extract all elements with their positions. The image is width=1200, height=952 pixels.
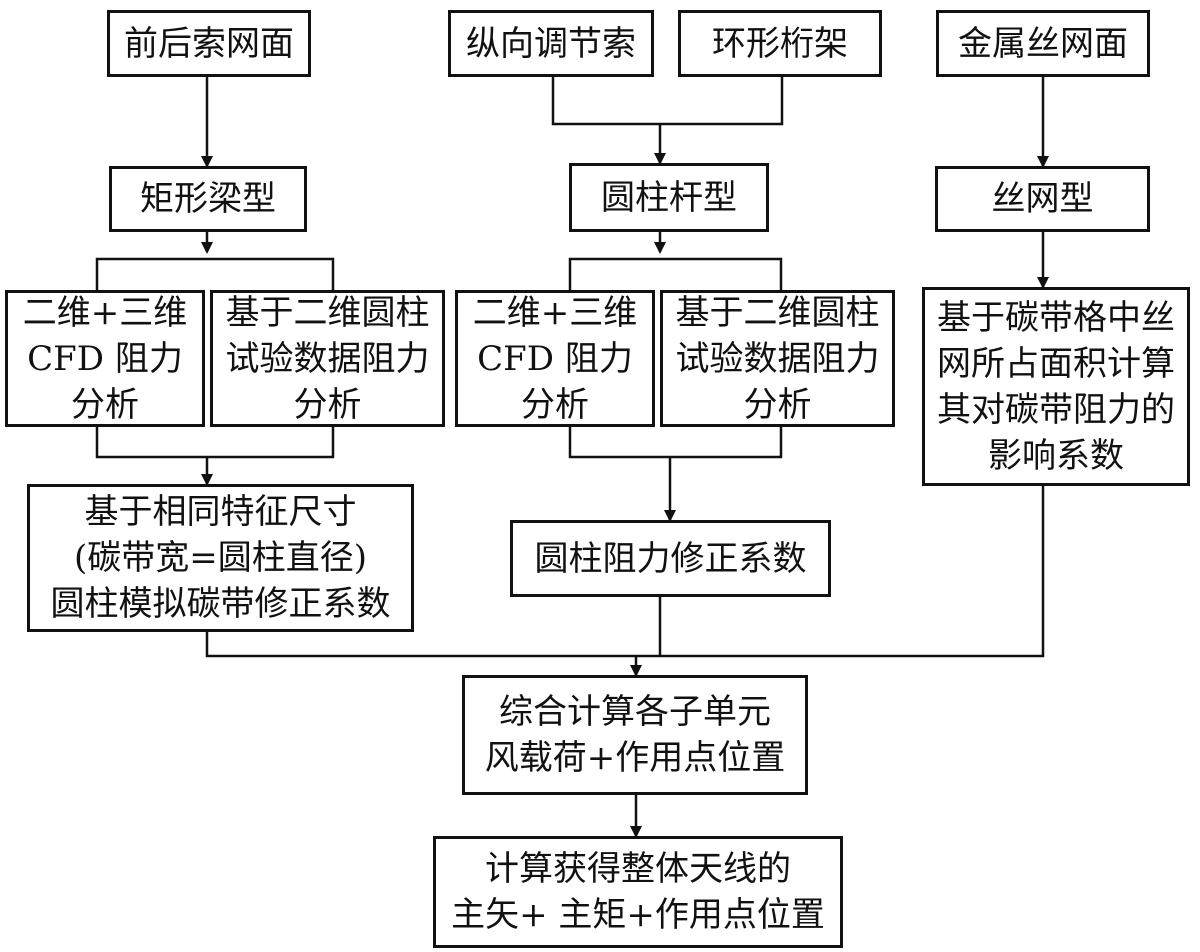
node-same-feature: 基于相同特征尺寸 (碳带宽=圆柱直径) 圆柱模拟碳带修正系数 [27, 484, 414, 632]
bracket-left-bottom [95, 427, 335, 459]
node-front-rear-net: 前后索网面 [107, 10, 311, 77]
node-longitudinal-cable: 纵向调节索 [448, 10, 654, 77]
node-wire-mesh-type: 丝网型 [935, 166, 1150, 232]
bracket-mid-top [551, 77, 784, 126]
node-metal-mesh: 金属丝网面 [936, 10, 1150, 77]
node-test-mid: 基于二维圆柱 试验数据阻力 分析 [660, 290, 895, 427]
bracket-left-top [95, 257, 335, 290]
node-cfd-left: 二维+三维 CFD 阻力 分析 [5, 290, 205, 427]
node-total-result: 计算获得整体天线的 主矢+ 主矩+作用点位置 [433, 836, 843, 948]
node-mesh-area: 基于碳带格中丝 网所占面积计算 其对碳带阻力的 影响系数 [922, 287, 1190, 486]
node-test-left: 基于二维圆柱 试验数据阻力 分析 [210, 290, 445, 427]
merge-line [205, 486, 1045, 658]
node-cylinder-rod: 圆柱杆型 [569, 163, 769, 232]
node-cfd-mid: 二维+三维 CFD 阻力 分析 [455, 290, 655, 427]
node-ring-truss: 环形桁架 [678, 10, 882, 77]
node-rect-beam: 矩形梁型 [109, 166, 307, 232]
bracket-mid-top2 [568, 257, 783, 290]
bracket-mid-bottom [568, 427, 783, 459]
node-cyl-correction: 圆柱阻力修正系数 [510, 520, 831, 597]
node-combined-calc: 综合计算各子单元 风载荷+作用点位置 [462, 675, 808, 795]
